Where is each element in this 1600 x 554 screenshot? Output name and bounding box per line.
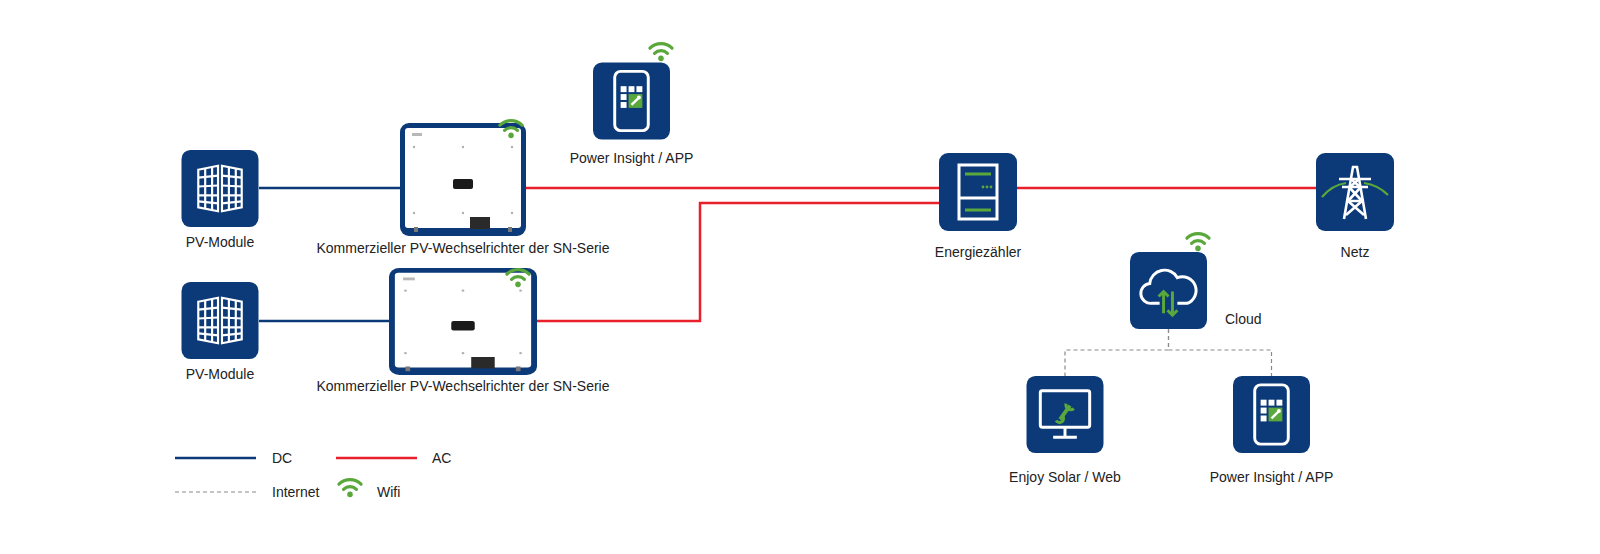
legend-internet-sample — [175, 491, 256, 492]
icon-graphic — [1130, 252, 1207, 329]
icon-graphic — [182, 150, 259, 227]
app-node: Power Insight / APP — [593, 62, 670, 140]
node-icon — [389, 268, 537, 375]
internet-link — [1065, 329, 1169, 376]
power-cable — [526, 187, 939, 190]
node-icon — [1316, 153, 1394, 231]
icon-graphic — [389, 268, 537, 375]
power-cable — [1017, 187, 1316, 190]
node-label: Kommerzieller PV-Wechselrichter der SN-S… — [316, 240, 609, 256]
legend-label: Wifi — [377, 484, 400, 500]
wifi-symbol — [507, 270, 529, 288]
grid-node: Netz — [1316, 153, 1394, 231]
power-cable — [259, 320, 389, 323]
meter-node: Energiezähler — [939, 153, 1017, 231]
pv-module-node: PV-Module — [181, 150, 259, 227]
node-label: PV-Module — [186, 366, 254, 382]
legend-label: Internet — [272, 484, 319, 500]
legend-label: AC — [432, 450, 451, 466]
node-label: Power Insight / APP — [570, 150, 694, 166]
node-icon — [1130, 252, 1207, 329]
legend-wifi-sample — [339, 480, 361, 498]
internet-link — [1169, 329, 1272, 376]
node-icon — [593, 62, 670, 140]
legend-ac-sample — [336, 457, 417, 460]
node-icon — [939, 153, 1017, 231]
node-label: Cloud — [1225, 311, 1262, 327]
node-icon — [1026, 376, 1104, 453]
node-icon — [181, 282, 259, 359]
web-node: Enjoy Solar / Web — [1026, 376, 1104, 453]
node-icon — [181, 150, 259, 227]
power-cable — [259, 187, 400, 190]
node-label: Netz — [1341, 244, 1370, 260]
node-label: Energiezähler — [935, 244, 1021, 260]
wifi-symbol — [650, 44, 672, 62]
icon-graphic — [593, 63, 670, 140]
cloud-node: Cloud — [1130, 252, 1207, 329]
icon-graphic — [1233, 376, 1310, 453]
wifi-symbol — [500, 121, 522, 139]
node-label: Enjoy Solar / Web — [1009, 469, 1121, 485]
inverter-node: Kommerzieller PV-Wechselrichter der SN-S… — [389, 268, 537, 375]
icon-graphic — [1316, 153, 1394, 231]
icon-graphic — [182, 282, 259, 359]
legend-dc-sample — [175, 457, 256, 460]
node-label: Power Insight / APP — [1210, 469, 1334, 485]
power-cable — [537, 203, 939, 321]
inverter-node: Kommerzieller PV-Wechselrichter der SN-S… — [400, 123, 526, 236]
node-label: PV-Module — [186, 234, 254, 250]
icon-graphic — [400, 123, 526, 236]
icon-graphic — [1027, 376, 1104, 453]
node-icon — [1233, 376, 1310, 453]
node-icon — [400, 123, 526, 236]
app-node: Power Insight / APP — [1233, 376, 1310, 453]
icon-graphic — [939, 153, 1017, 231]
wifi-symbol — [1187, 234, 1209, 252]
pv-module-node: PV-Module — [181, 282, 259, 359]
legend-label: DC — [272, 450, 292, 466]
node-label: Kommerzieller PV-Wechselrichter der SN-S… — [316, 378, 609, 394]
